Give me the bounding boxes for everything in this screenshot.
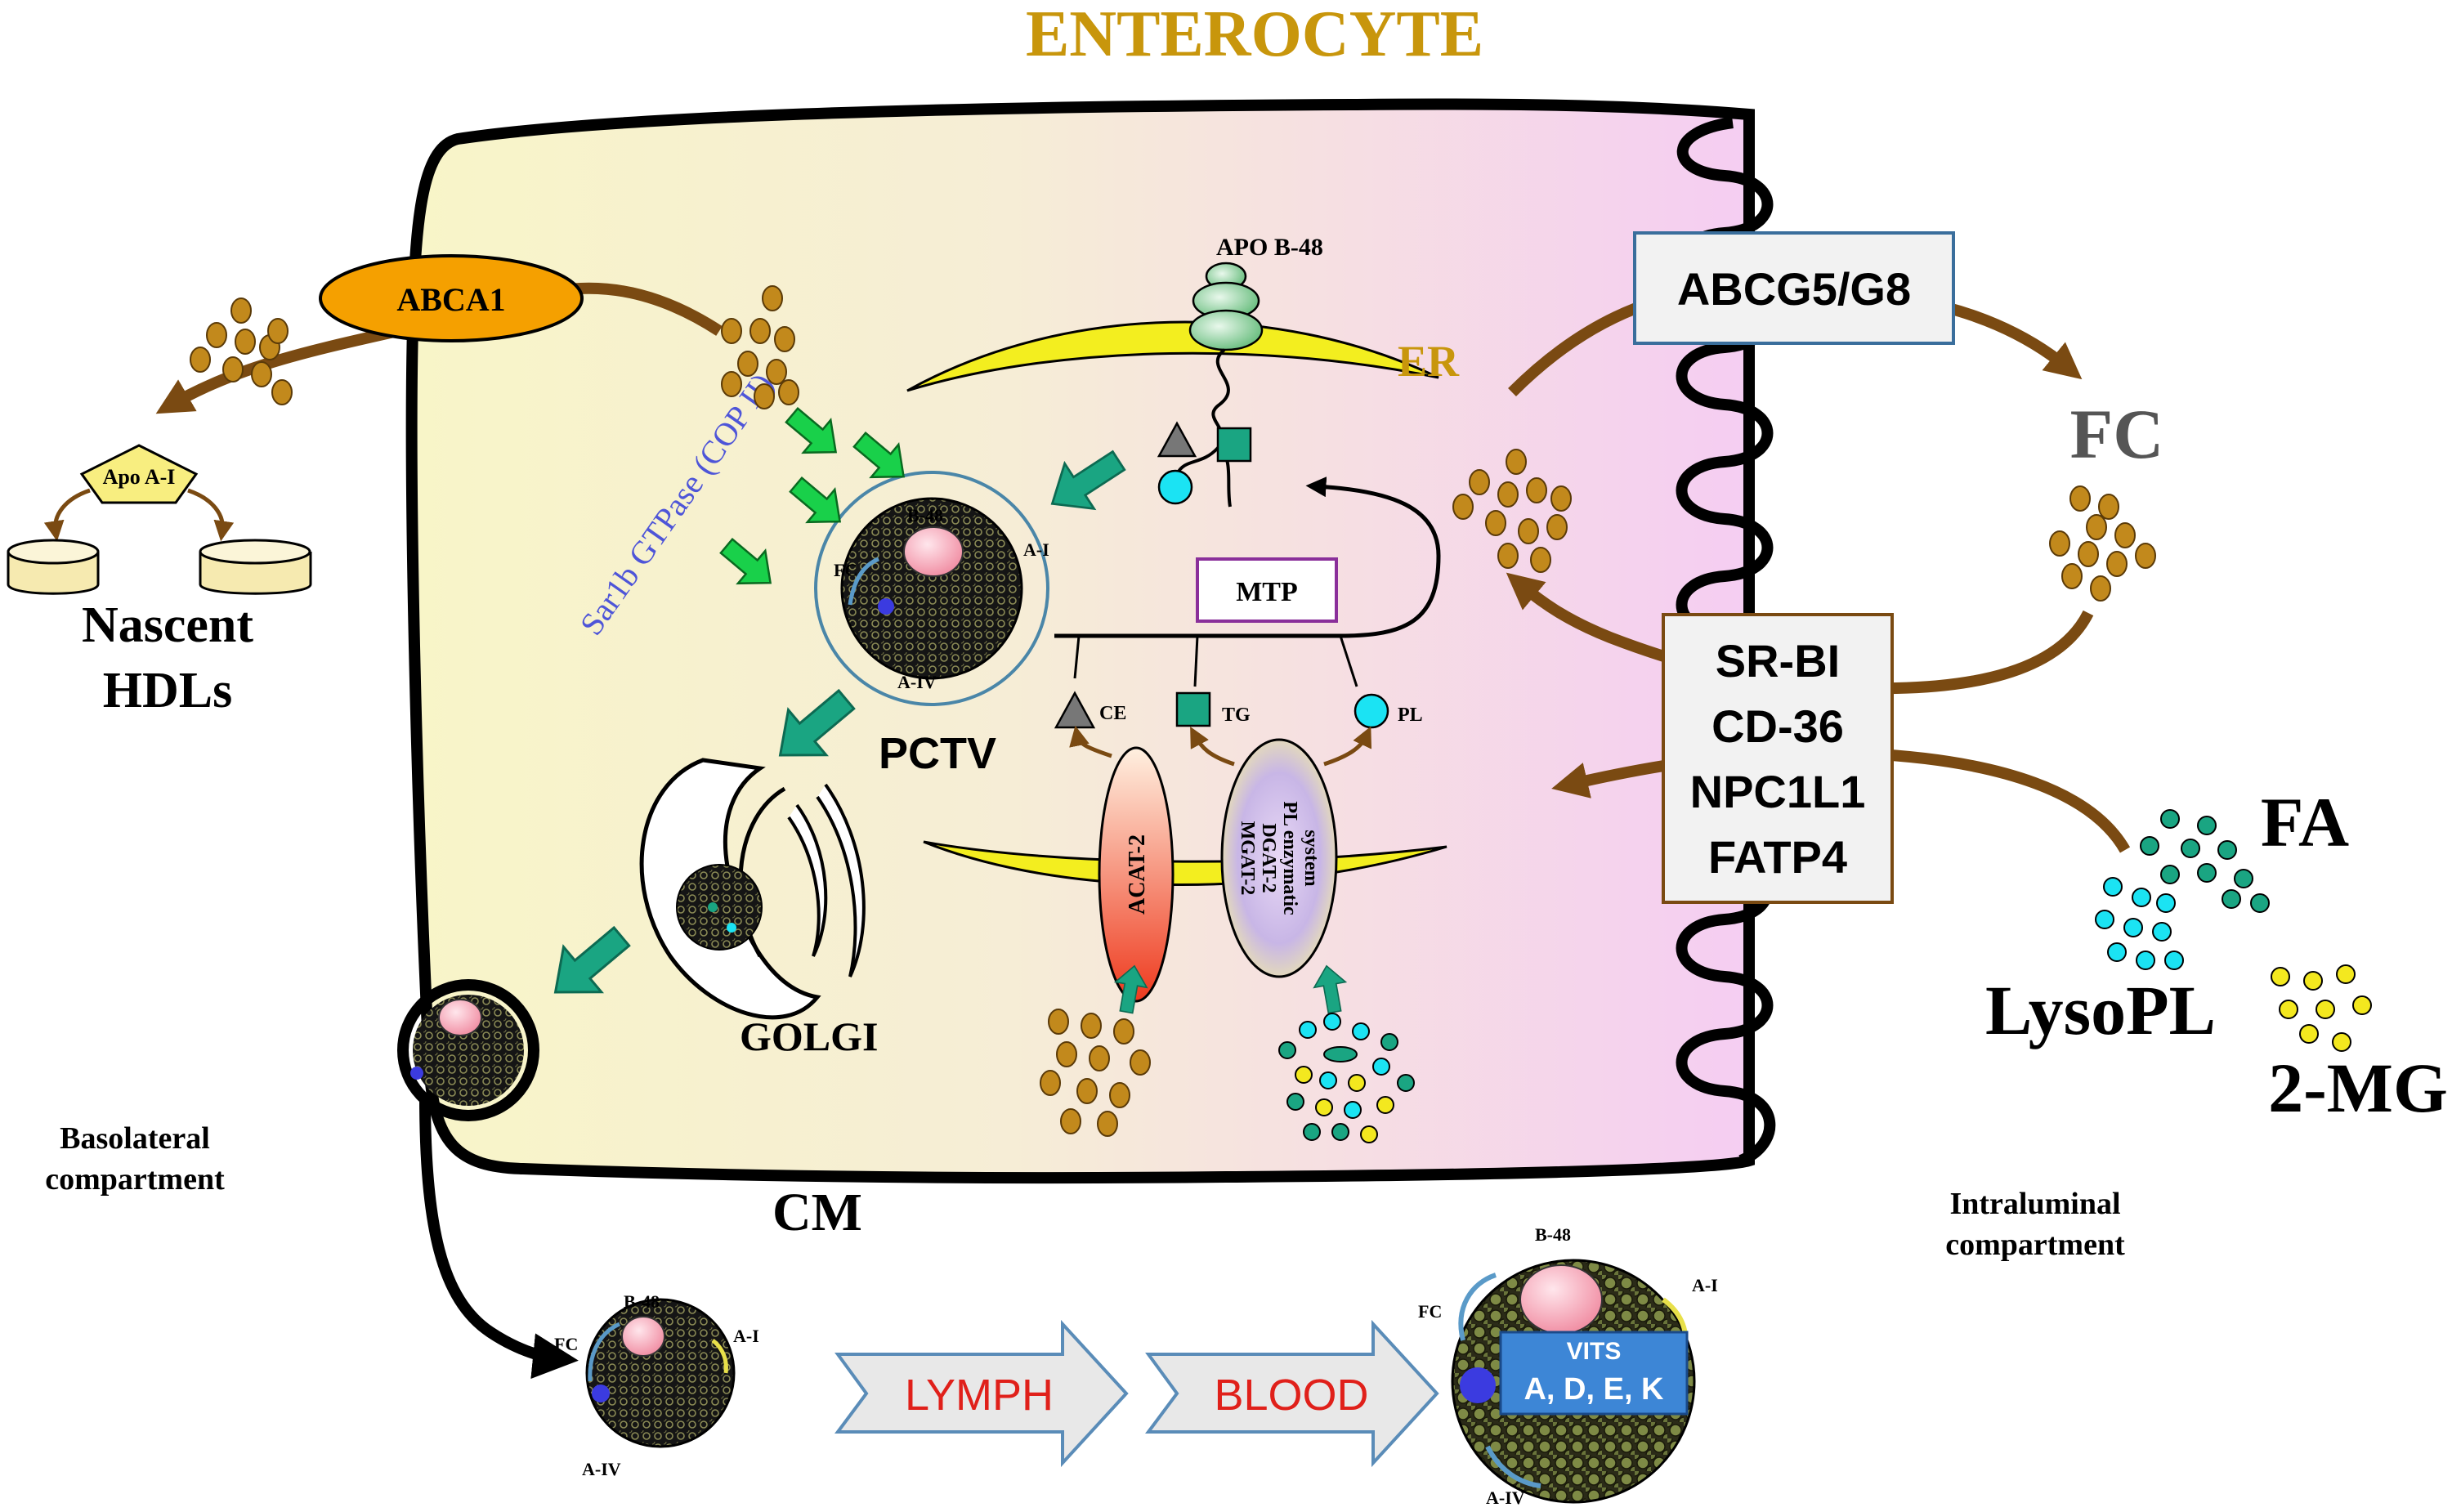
mtp-label: MTP [1236, 577, 1298, 607]
cm-a1-label: A-I [733, 1326, 759, 1346]
pctv-chylomicron [840, 497, 1023, 680]
nascent-hdl-disc-right [199, 539, 312, 595]
acat2-label: ACAT-2 [1125, 834, 1150, 915]
mtp-to-tg-line [1193, 635, 1199, 687]
cm-secretion-arrow [419, 1094, 579, 1380]
pctv-label: PCTV [879, 729, 996, 778]
vits-box [1499, 1331, 1689, 1416]
tg-square-on-apo [1216, 427, 1252, 463]
mtp-horizontal-line [1054, 476, 1441, 638]
intraluminal-compartment-label: compartment [1945, 1228, 2125, 1262]
apo-b48-label: APO B-48 [1216, 234, 1323, 261]
cm-b48-label: B-48 [624, 1291, 660, 1312]
blood-arrow: BLOOD [1145, 1319, 1439, 1468]
mtp-box [1196, 557, 1338, 623]
vits-label: VITS [1567, 1338, 1622, 1365]
abcg5-g8-box [1633, 231, 1955, 345]
golgi-label: GOLGI [740, 1013, 878, 1059]
cholesterol-dots-cell-right [1452, 449, 1572, 573]
hdls-label: HDLs [103, 663, 232, 718]
er-membrane-top [906, 320, 1439, 392]
cd36-label: CD-36 [1711, 700, 1844, 752]
mgat2-label: MGAT-2 [1237, 821, 1258, 896]
blood-fc-label: FC [1418, 1301, 1442, 1322]
pl-circle [1354, 693, 1389, 729]
cm-label: CM [772, 1183, 862, 1242]
pctv-a1-label: A-I [1023, 539, 1049, 560]
pctv-fc-label: FC [834, 560, 857, 580]
apo-ai-label: Apo A-I [103, 465, 176, 489]
blood-label: BLOOD [1214, 1371, 1368, 1420]
diagram-title: ENTEROCYTE [1026, 0, 1483, 70]
cm-fc-label: FC [554, 1334, 578, 1354]
chylomicron-lymph [585, 1298, 736, 1448]
cholesterol-dots-extracell-left [190, 297, 293, 405]
mgat-to-tg-arrow [1190, 726, 1235, 767]
cholesterol-dots-lumen [2049, 485, 2156, 602]
fatp4-label: FATP4 [1708, 831, 1847, 883]
nascent-label: Nascent [82, 597, 253, 653]
mtp-to-pl-line [1339, 635, 1358, 687]
ce-label: CE [1099, 703, 1126, 724]
tg-label: TG [1222, 705, 1251, 726]
apo-b48-protein [1175, 262, 1264, 508]
cm-a4-label: A-IV [582, 1459, 621, 1479]
basolateral-compartment-label: compartment [45, 1162, 225, 1197]
lysopl-label: LysoPL [1985, 971, 2216, 1049]
sr-bi-label: SR-BI [1716, 635, 1840, 687]
lymph-label: LYMPH [905, 1371, 1054, 1420]
pl-enzymatic-label: PL enzymatic [1279, 801, 1300, 915]
mg2-label: 2-MG [2268, 1049, 2448, 1127]
lymph-arrow: LYMPH [834, 1319, 1129, 1468]
fa-label: FA [2261, 783, 2349, 861]
acat2-enzyme [1098, 746, 1175, 1003]
cholesterol-dots-bottom [1040, 1009, 1151, 1137]
vits-list-label: A, D, E, K [1524, 1372, 1664, 1407]
lysopl-dots [2095, 877, 2184, 970]
pctv-b48-label: B-48 [907, 505, 943, 526]
tg-square [1175, 691, 1211, 727]
pl-label: PL [1398, 705, 1423, 726]
pl-circle-on-apo [1157, 469, 1193, 505]
basolateral-label: Basolateral [60, 1121, 210, 1156]
acat-to-ce-arrow [1069, 725, 1112, 758]
fa-dots [2140, 809, 2270, 913]
golgi-apparatus [639, 758, 866, 1020]
pctv-vesicle [814, 471, 1049, 706]
dgat2-label: DGAT-2 [1258, 823, 1279, 892]
mgat-to-pl-arrow [1323, 726, 1372, 767]
mtp-to-ce-line [1073, 635, 1081, 679]
ce-triangle-on-apo [1157, 421, 1197, 458]
nascent-hdl-disc-left [7, 539, 100, 595]
cholesterol-dots-cell-left [721, 285, 799, 409]
blood-a1-label: A-I [1692, 1275, 1718, 1295]
transporter-box [1662, 613, 1894, 904]
mgat-dgat-pl-system [1220, 738, 1338, 978]
mg2-dots [2271, 964, 2372, 1052]
apo-ai-pentagon [79, 444, 199, 504]
blood-a4-label: A-IV [1486, 1487, 1525, 1508]
blood-b48-label: B-48 [1535, 1224, 1571, 1245]
exiting-chylomicron [397, 979, 539, 1121]
intraluminal-label: Intraluminal [1949, 1187, 2120, 1221]
pctv-a4-label: A-IV [897, 672, 937, 692]
chylomicron-blood: VITS A, D, E, K [1451, 1259, 1696, 1504]
abca1-transporter [319, 254, 584, 342]
system-label: system [1300, 830, 1322, 886]
lipid-mix-dots-bottom [1278, 1013, 1415, 1143]
er-label: ER [1398, 337, 1460, 386]
abca1-label: ABCA1 [396, 281, 505, 318]
fc-right-label: FC [2070, 395, 2164, 473]
abcg5-g8-label: ABCG5/G8 [1677, 263, 1911, 315]
npc1l1-label: NPC1L1 [1690, 766, 1866, 817]
